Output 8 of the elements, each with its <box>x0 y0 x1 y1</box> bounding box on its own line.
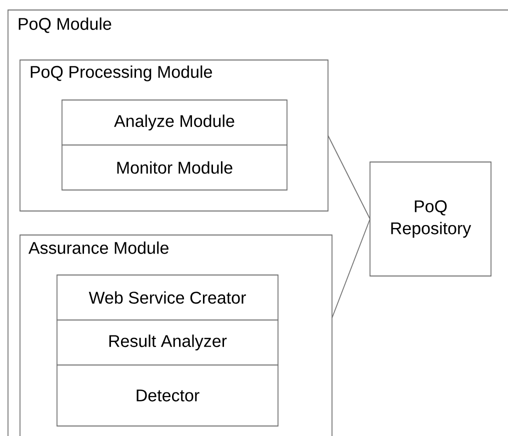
component-box: Detector <box>56 364 278 426</box>
component-box: Analyze Module <box>62 100 288 146</box>
connector-line <box>332 218 370 318</box>
repository-box: PoQ Repository <box>370 162 492 276</box>
component-box: Web Service Creator <box>56 274 278 320</box>
component-box: Result Analyzer <box>56 320 278 366</box>
component-box: Monitor Module <box>62 144 288 190</box>
connector-line <box>328 135 370 220</box>
